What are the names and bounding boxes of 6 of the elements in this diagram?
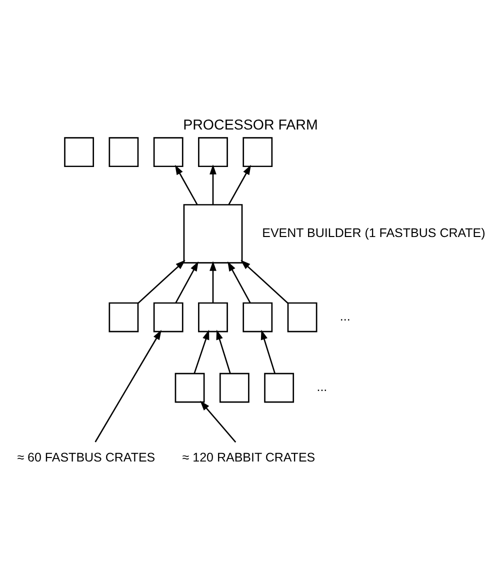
- node-text: ≈ 60 FASTBUS CRATES: [17, 450, 156, 464]
- node-text: ≈ 120 RABBIT CRATES: [182, 450, 316, 464]
- label: ...: [340, 309, 350, 324]
- node-label: EVENT BUILDER (1 FASTBUS CRATE): [262, 226, 486, 240]
- label: ...: [316, 380, 328, 394]
- diagram-title: PROCESSOR FARM: [183, 117, 318, 134]
